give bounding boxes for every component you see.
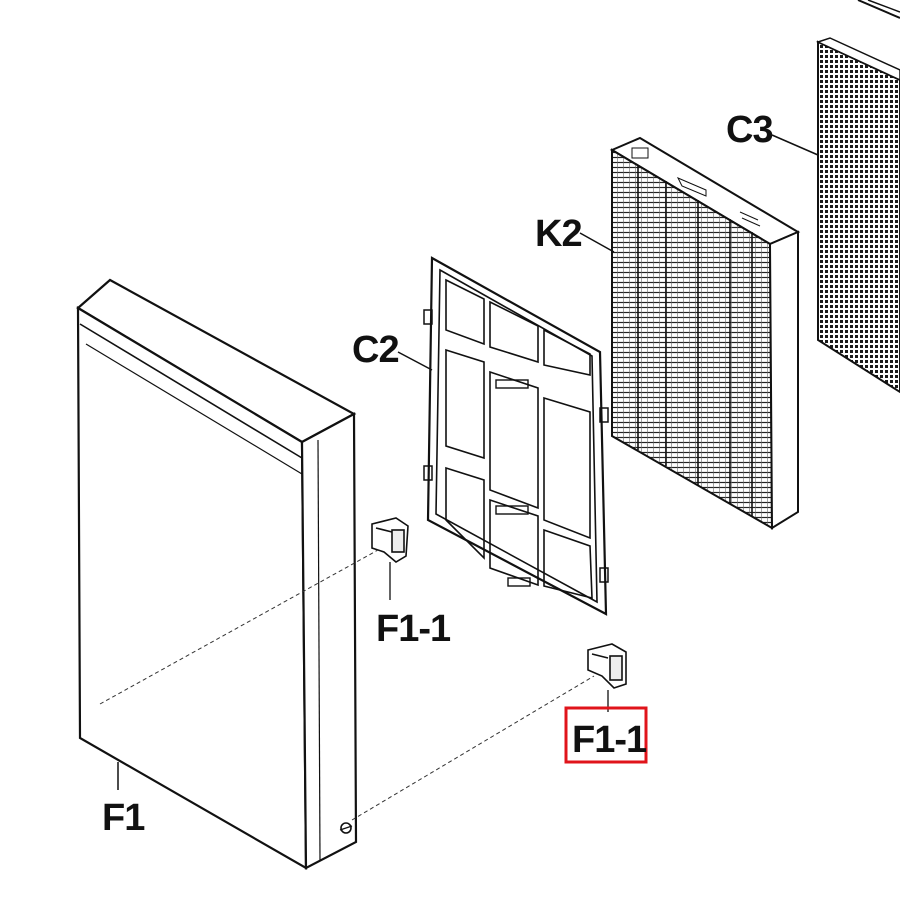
clip-f1-1-lower — [587, 643, 627, 712]
label-k2: K2 — [535, 213, 582, 255]
label-c2: C2 — [352, 329, 399, 371]
label-f1: F1 — [102, 797, 145, 839]
label-f1-1-upper: F1-1 — [376, 608, 451, 650]
label-c3: C3 — [726, 109, 773, 151]
label-f1-1-highlighted: F1-1 — [572, 719, 647, 761]
front-cover-f1 — [76, 278, 358, 870]
filter-c2-frame — [397, 256, 609, 616]
assembly-guide-lines — [99, 549, 595, 821]
filter-c3 — [771, 0, 900, 394]
filter-k2 — [579, 136, 801, 530]
clip-f1-1-upper — [371, 517, 409, 600]
highlight-box — [564, 706, 648, 764]
